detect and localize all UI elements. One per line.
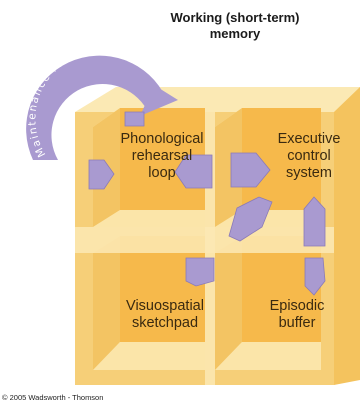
- cube-right-side: [334, 87, 360, 385]
- cell-executive: [215, 108, 321, 227]
- label-visuospatial: Visuospatial sketchpad: [126, 298, 204, 331]
- arrow-sketchpad-in: [185, 257, 215, 287]
- frame-middle-horizontal: [75, 227, 334, 253]
- arrow-executive-to-sketchpad: [228, 196, 273, 242]
- frame-middle-vertical: [205, 112, 215, 385]
- arrow-to-executive: [230, 152, 271, 188]
- arrow-buffer-in: [304, 257, 326, 296]
- arrow-loop-top-connector: [124, 111, 145, 127]
- rehearsal-ring: [26, 55, 166, 160]
- rehearsal-ring-head: [140, 85, 178, 116]
- label-phonological: Phonological rehearsal loop: [120, 131, 204, 181]
- arrow-loop-out: [174, 154, 213, 189]
- label-executive: Executive control system: [277, 131, 341, 181]
- arrow-into-loop: [88, 159, 115, 190]
- label-episodic: Episodic buffer: [269, 298, 325, 331]
- diagram-title: Working (short-term) memory: [170, 10, 300, 41]
- arrow-executive-to-buffer: [303, 196, 326, 247]
- cell-episodic: [215, 236, 321, 370]
- copyright: © 2005 Wadsworth - Thomson: [2, 393, 104, 402]
